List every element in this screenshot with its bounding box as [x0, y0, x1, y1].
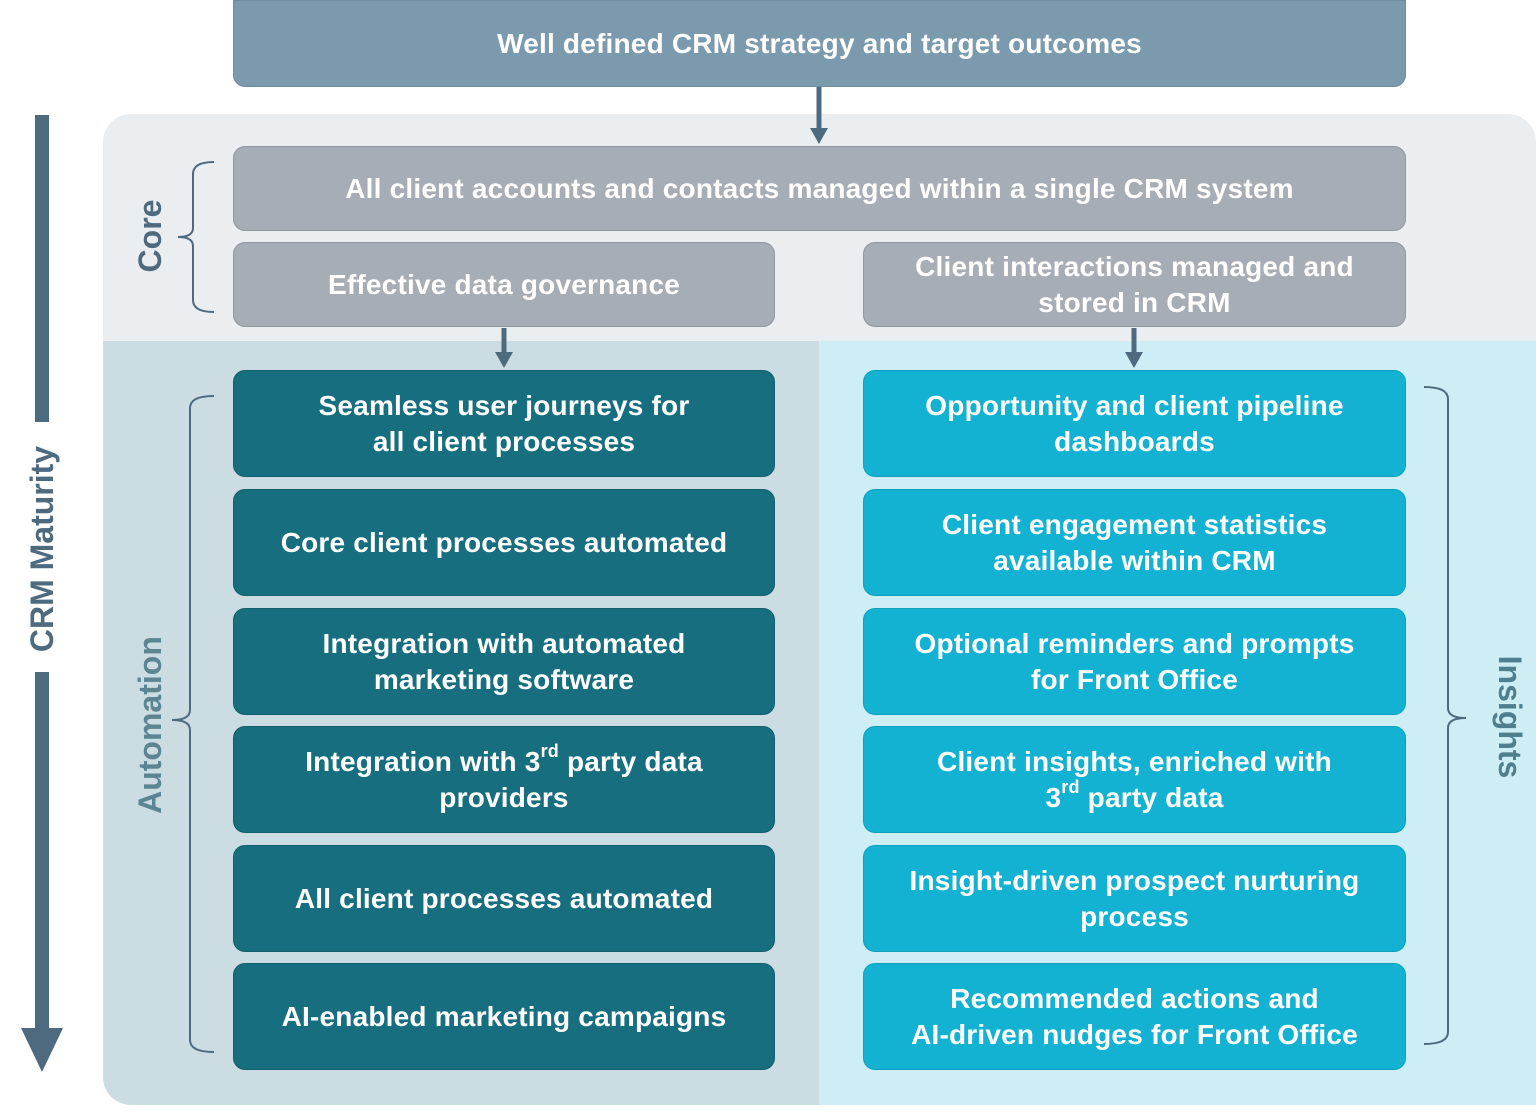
automation-bracket	[171, 395, 215, 1053]
automation-item: Core client processes automated	[233, 489, 775, 596]
strategy-text: Well defined CRM strategy and target out…	[497, 27, 1142, 59]
data-governance-box: Effective data governance	[233, 242, 775, 327]
insights-item-line1: Recommended actions and	[950, 982, 1319, 1014]
automation-item-line1: AI-enabled marketing campaigns	[281, 1000, 727, 1032]
insights-item-line1: Client engagement statistics	[941, 508, 1328, 540]
automation-item-line1: Seamless user journeys for	[318, 389, 690, 421]
insights-item-line1: Insight-driven prospect nurturing	[909, 864, 1360, 896]
single-crm-system-text: All client accounts and contacts managed…	[345, 172, 1294, 204]
insights-item-line1: Client insights, enriched with	[937, 745, 1332, 777]
insights-item: Opportunity and client pipeline dashboar…	[863, 370, 1406, 477]
arrow-top-to-core	[810, 87, 828, 144]
automation-item-line2: marketing software	[373, 663, 635, 695]
strategy-box: Well defined CRM strategy and target out…	[233, 0, 1406, 87]
insights-item: Recommended actions and AI-driven nudges…	[863, 963, 1406, 1070]
single-crm-system-box: All client accounts and contacts managed…	[233, 146, 1406, 231]
core-label: Core	[132, 199, 168, 273]
core-bracket	[177, 161, 215, 313]
automation-item: All client processes automated	[233, 845, 775, 952]
superscript-rd: rd	[540, 741, 559, 762]
insights-item-line1: Opportunity and client pipeline	[925, 389, 1344, 421]
automation-item-line1: Core client processes automated	[280, 526, 728, 558]
automation-item: Integration with automated marketing sof…	[233, 608, 775, 715]
insights-item-line2: process	[1080, 900, 1189, 932]
automation-item-line1: All client processes automated	[294, 882, 714, 914]
crm-maturity-label: CRM Maturity	[24, 445, 60, 653]
insights-item-line1: Optional reminders and prompts	[914, 627, 1355, 659]
automation-item-line1: Integration with automated	[322, 627, 686, 659]
insights-label: Insights	[1492, 655, 1528, 779]
client-interactions-line1: Client interactions managed and	[915, 250, 1354, 282]
insights-item-line2: 3rd party data	[1045, 777, 1224, 813]
client-interactions-box: Client interactions managed and stored i…	[863, 242, 1406, 327]
automation-label: Automation	[132, 636, 168, 814]
insights-item-line2: dashboards	[1054, 425, 1215, 457]
insights-item: Client engagement statistics available w…	[863, 489, 1406, 596]
data-governance-text: Effective data governance	[327, 268, 681, 300]
client-interactions-line2: stored in CRM	[1038, 286, 1231, 318]
superscript-rd: rd	[1061, 777, 1080, 798]
arrow-interactions-to-insights	[1125, 328, 1143, 368]
insights-item: Optional reminders and prompts for Front…	[863, 608, 1406, 715]
insights-item: Client insights, enriched with 3rd party…	[863, 726, 1406, 833]
insights-bracket	[1423, 386, 1467, 1045]
insights-item-line2: available within CRM	[993, 544, 1276, 576]
automation-item-line1: Integration with 3rd party data	[305, 741, 703, 777]
automation-item: Seamless user journeys for all client pr…	[233, 370, 775, 477]
arrow-governance-to-automation	[495, 328, 513, 368]
automation-item: AI-enabled marketing campaigns	[233, 963, 775, 1070]
maturity-arrow	[21, 115, 63, 1072]
insights-item-line2: for Front Office	[1031, 663, 1238, 695]
automation-item-line2: all client processes	[372, 425, 636, 457]
automation-item-line2: providers	[439, 781, 569, 813]
insights-item: Insight-driven prospect nurturing proces…	[863, 845, 1406, 952]
automation-item: Integration with 3rd party data provider…	[233, 726, 775, 833]
insights-item-line2: AI-driven nudges for Front Office	[911, 1018, 1358, 1050]
